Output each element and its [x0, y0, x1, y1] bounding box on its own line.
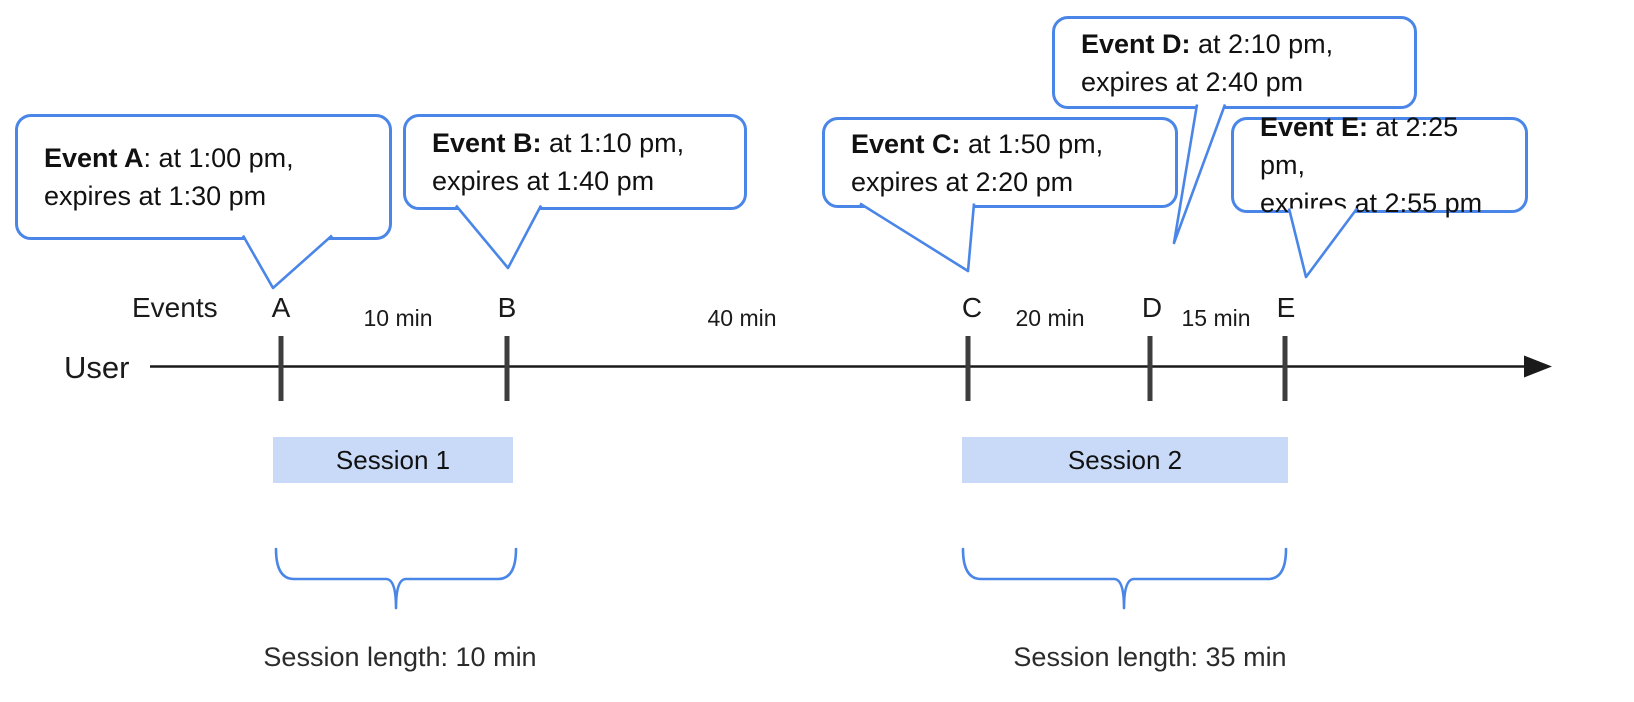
event-c-expiry: expires at 2:20 pm [851, 166, 1074, 197]
event-c-callout-tail [859, 202, 976, 273]
event-a-callout-tail [241, 234, 333, 290]
event-mark-d: D [1141, 292, 1163, 323]
event-e-time: at 2:25 pm, [1260, 112, 1459, 180]
tick-c [965, 336, 971, 401]
tick-a [278, 336, 284, 401]
tick-b [504, 336, 510, 401]
interval-d-e: 15 min [1181, 305, 1251, 331]
session-1-bar: Session 1 [273, 437, 513, 483]
session-2-brace [961, 547, 1288, 610]
interval-a-b: 10 min [363, 305, 433, 331]
event-a-title: Event A [44, 143, 144, 173]
event-e-title: Event E: [1260, 112, 1369, 142]
event-a-expiry: expires at 1:30 pm [44, 181, 267, 211]
event-d-line1: Event D: at 2:10 pm, [1081, 25, 1388, 63]
session-2-bar: Session 2 [962, 437, 1288, 483]
event-c-time: at 1:50 pm, [960, 128, 1104, 159]
event-b-title: Event B: [432, 128, 542, 158]
user-row-label: User [64, 350, 130, 385]
tick-d [1147, 336, 1153, 401]
event-c-line1: Event C: at 1:50 pm, [851, 125, 1149, 163]
session-1-brace [274, 547, 518, 610]
event-a-callout: Event A: at 1:00 pm, expires at 1:30 pm [15, 114, 392, 240]
event-d-title: Event D: [1081, 28, 1191, 59]
event-b-callout: Event B: at 1:10 pm, expires at 1:40 pm [403, 114, 747, 210]
event-d-expiry: expires at 2:40 pm [1081, 66, 1304, 97]
event-e-callout-tail [1287, 207, 1359, 279]
event-c-callout: Event C: at 1:50 pm, expires at 2:20 pm [822, 117, 1178, 208]
events-row-label: Events [132, 292, 218, 323]
event-d-time: at 2:10 pm, [1190, 28, 1334, 59]
event-mark-c: C [961, 292, 983, 323]
session-1-length: Session length: 10 min [263, 642, 537, 672]
session-1-label: Session 1 [335, 444, 451, 475]
event-b-time: at 1:10 pm, [541, 128, 685, 158]
event-d-callout: Event D: at 2:10 pm, expires at 2:40 pm [1052, 16, 1417, 109]
event-b-callout-tail [455, 204, 543, 270]
event-a-time: : at 1:00 pm, [143, 143, 294, 173]
event-d-callout-tail [1172, 104, 1227, 245]
event-e-callout: Event E: at 2:25 pm, expires at 2:55 pm [1231, 112, 1528, 218]
event-b-line1: Event B: at 1:10 pm, [432, 124, 718, 162]
event-b-expiry: expires at 1:40 pm [432, 166, 655, 196]
session-2-label: Session 2 [1067, 444, 1183, 475]
event-mark-b: B [497, 292, 517, 323]
event-mark-e: E [1276, 292, 1296, 323]
event-e-line1: Event E: at 2:25 pm, [1260, 108, 1499, 184]
interval-c-d: 20 min [1015, 305, 1085, 331]
session-2-length: Session length: 35 min [1013, 642, 1287, 672]
event-a-line1: Event A: at 1:00 pm, [44, 139, 363, 177]
timeline-arrowhead-icon [1524, 355, 1552, 378]
interval-b-c: 40 min [707, 305, 777, 331]
tick-e [1282, 336, 1288, 401]
event-c-title: Event C: [851, 128, 961, 159]
event-mark-a: A [271, 292, 291, 323]
